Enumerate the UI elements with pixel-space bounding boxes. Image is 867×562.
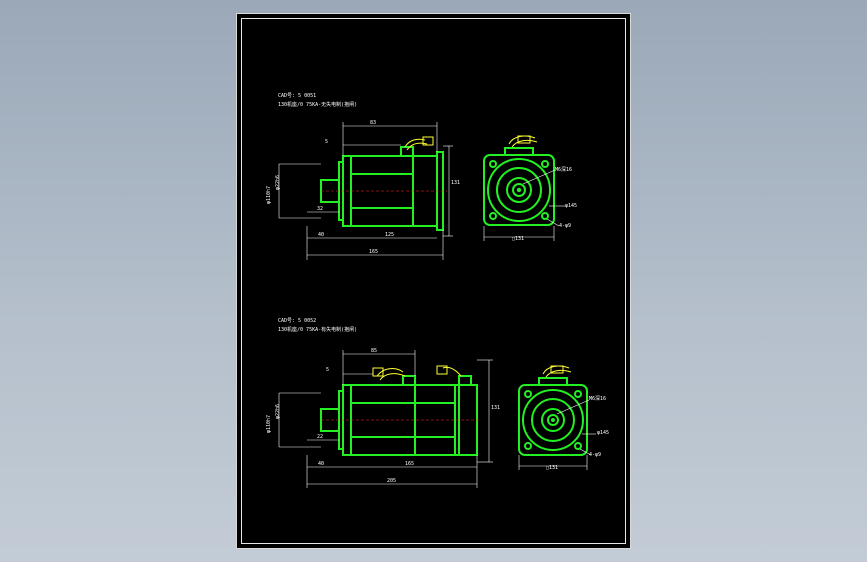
view-2: CAD号: 5 0052 130机座/0 75KA-有失电制(抱闸): [266, 318, 609, 488]
view-1-side-motor: [320, 146, 447, 231]
view-2-dim-body-len: 165: [405, 461, 414, 467]
view-2-front-view: M6深16 φ145 4-φ9 □131: [518, 365, 609, 471]
view-2-dim-shaft-dia: φ22h6: [275, 404, 281, 419]
view-1-dim-top-small: 5: [325, 139, 328, 145]
view-2-dim-hole: 4-φ9: [589, 452, 601, 458]
view-2-dim-flange-len: 40: [318, 461, 324, 467]
view-2-dim-top-total: 85: [371, 348, 377, 354]
view-2-dim-pilot-dia: φ110h7: [266, 415, 272, 433]
view-1-dim-hole: 4-φ9: [559, 223, 571, 229]
view-2-dim-pcd: M6深16: [589, 395, 606, 402]
view-1-dim-square: □131: [512, 236, 524, 242]
view-2-title-line2: 130机座/0 75KA-有失电制(抱闸): [278, 326, 357, 333]
view-1-title-line2: 130机座/0 75KA-无失电制(抱闸): [278, 101, 357, 108]
view-2-dimensions: 85 5 131 φ110h7 φ22h6 22 40 165: [266, 348, 500, 488]
view-1-cable: [404, 136, 434, 151]
view-2-dim-square: □131: [546, 465, 558, 471]
view-2-dim-shaft-len: 22: [317, 434, 323, 440]
view-1-dim-total-len: 165: [369, 249, 378, 255]
view-1: CAD号: 5 0051 130机座/0 75KA-无失电制(抱闸): [266, 93, 577, 260]
view-2-cable: [372, 365, 462, 381]
view-2-dim-height: 131: [491, 405, 500, 411]
view-1-dim-body-len: 125: [385, 232, 394, 238]
view-1-dim-flange-len: 40: [318, 232, 324, 238]
view-1-dim-height: 131: [451, 180, 460, 186]
view-2-dim-top-small: 5: [326, 367, 329, 373]
view-1-dim-shaft-len: 32: [317, 206, 323, 212]
view-1-dim-shaft-dia: φ22h6: [275, 175, 281, 190]
view-1-title-line1: CAD号: 5 0051: [278, 93, 316, 99]
view-1-dim-pilot-dia: φ110h7: [266, 186, 272, 204]
view-2-dim-bolt-circle: φ145: [597, 430, 609, 436]
view-1-dim-pcd: M6深16: [555, 166, 572, 173]
cad-drawing: CAD号: 5 0051 130机座/0 75KA-无失电制(抱闸): [266, 93, 609, 488]
view-2-dim-total-len: 205: [387, 478, 396, 484]
view-1-dimensions: 83 5 131 φ110h7 φ22h6 32 40 125: [266, 120, 460, 260]
view-2-side-motor: [320, 375, 481, 456]
view-1-dim-top-total: 83: [370, 120, 376, 126]
view-2-title-line1: CAD号: 5 0052: [278, 318, 316, 324]
drawing-frame: [241, 18, 626, 544]
drawing-sheet: CAD号: 5 0051 130机座/0 75KA-无失电制(抱闸): [236, 13, 631, 549]
view-1-dim-bolt-circle: φ145: [565, 203, 577, 209]
view-1-front-view: M6深16 φ145 4-φ9 □131: [483, 135, 577, 242]
